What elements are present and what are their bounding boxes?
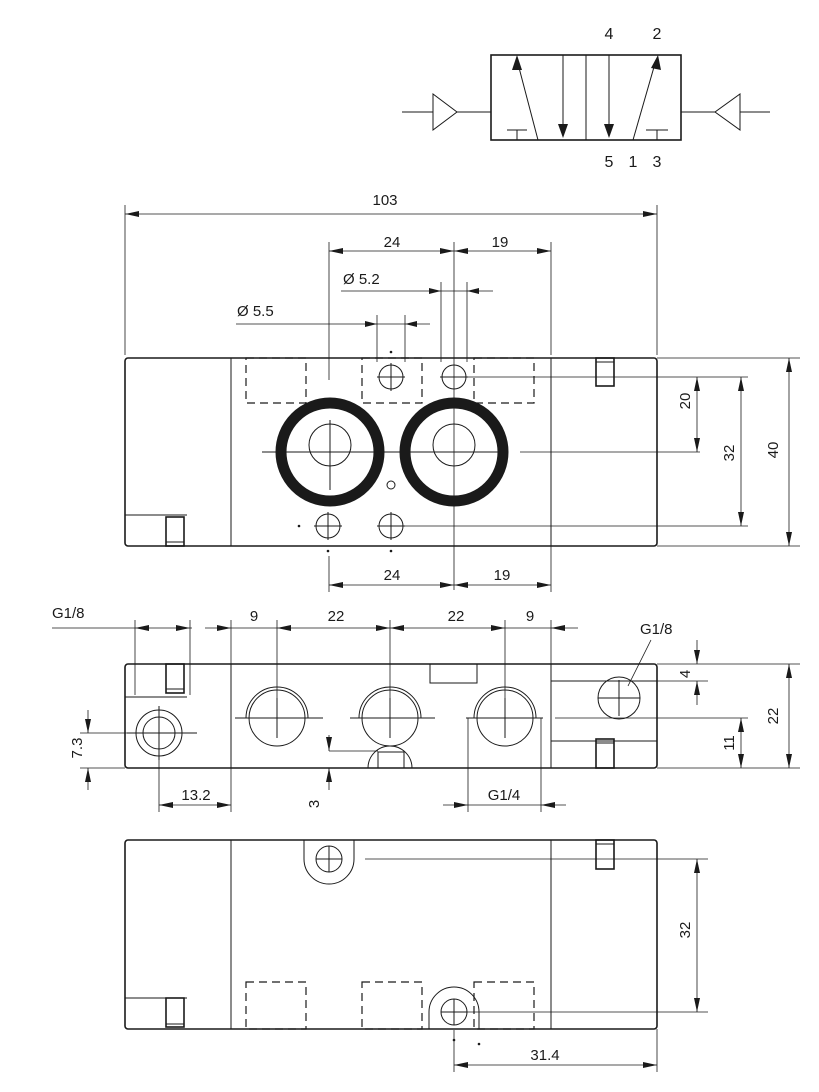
manual-override-right-icon	[595, 839, 615, 870]
bottom-view-body	[124, 839, 658, 1030]
dim-13-2: 13.2	[181, 787, 210, 804]
dim-11: 11	[721, 735, 738, 751]
port-label-1: 1	[629, 154, 638, 171]
dim-pitch-22-right: 22	[448, 608, 465, 625]
dim-pitch-9-left: 9	[250, 608, 258, 625]
dim-work-port: G1/4	[488, 787, 521, 804]
vent-hole-icon	[386, 480, 396, 490]
dim-bottom-pitch-left: 24	[384, 567, 401, 584]
dim-height-32: 32	[721, 445, 738, 462]
dim-bottom-31-4: 31.4	[530, 1047, 559, 1064]
port-label-2: 2	[653, 26, 662, 43]
manual-override-left-icon	[165, 516, 185, 547]
dim-pitch-22-left: 22	[328, 608, 345, 625]
bottom-view: 32 31.4	[124, 839, 708, 1072]
manual-override-left-icon	[165, 663, 185, 694]
dim-4: 4	[677, 670, 694, 678]
dim-overall-width: 103	[372, 192, 397, 209]
right-pilot-triangle-icon	[714, 93, 741, 131]
mount-ear-top	[303, 840, 355, 885]
dim-pilot-port-left: G1/8	[52, 605, 85, 622]
dim-height-20: 20	[677, 393, 694, 410]
bottom-notch	[367, 745, 413, 769]
dim-3: 3	[306, 800, 323, 808]
manual-override-left-icon	[165, 997, 185, 1028]
port-label-5: 5	[605, 154, 614, 171]
top-view: 103 24 19 Ø 5.2 Ø 5.5	[124, 192, 800, 592]
dim-pitch-left: 24	[384, 234, 401, 251]
left-pilot-triangle-icon	[432, 93, 458, 131]
manual-override-right-icon	[595, 738, 615, 769]
dim-bottom-32: 32	[677, 922, 694, 939]
dim-7-3: 7.3	[69, 738, 86, 759]
dim-pilot-port-right: G1/8	[640, 621, 673, 638]
dim-22: 22	[765, 708, 782, 725]
port-label-3: 3	[653, 154, 662, 171]
mount-ear-bottom	[428, 986, 480, 1029]
dim-height-40: 40	[765, 442, 782, 459]
dim-pitch-9-right: 9	[526, 608, 534, 625]
dim-pitch-right: 19	[492, 234, 509, 251]
dim-diameter-large: Ø 5.5	[237, 303, 274, 320]
valve-symbol: 4 2 5 1 3	[402, 26, 770, 171]
dim-bottom-pitch-right: 19	[494, 567, 511, 584]
dim-diameter-small: Ø 5.2	[343, 271, 380, 288]
side-view: G1/8 9 22 22 9	[52, 605, 800, 812]
manual-override-right-icon	[595, 357, 615, 387]
port-label-4: 4	[605, 26, 614, 43]
